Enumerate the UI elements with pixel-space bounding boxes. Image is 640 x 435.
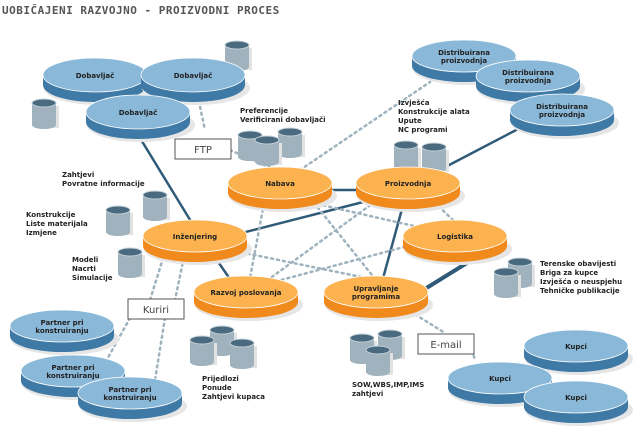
dotted-nabava-distribuirana (298, 80, 432, 172)
annotation-line: Modeli (72, 256, 98, 264)
dotted-proizvodnja-razvoj (263, 196, 382, 284)
disc-label: Upravljanje (353, 285, 398, 293)
annotation-line: Briga za kupce (540, 269, 598, 277)
disc-label: Distribuirana (502, 69, 554, 77)
dotted-inzenjering-upravljanje (228, 248, 378, 282)
annotation-line: Konstrukcije (26, 211, 76, 219)
disc-label: konstruiranju (103, 394, 156, 402)
annotation-line: Zahtjevi (62, 171, 94, 179)
disc-logistika[interactable]: Logistika (402, 219, 512, 265)
annotation-line: Povratne informacije (62, 180, 145, 188)
annotation-line: Liste materijala (26, 220, 88, 228)
annotation-line: Prijedlozi (202, 375, 239, 383)
annotation-line: Nacrti (72, 265, 96, 273)
database-icon (393, 140, 421, 171)
disc-nabava[interactable]: Nabava (227, 166, 337, 212)
email-channel-box[interactable]: E-mail (417, 333, 475, 355)
disc-label: proizvodnja (539, 111, 586, 119)
annotation-line: Izvješća (398, 99, 430, 107)
disc-label: Partner pri (109, 386, 152, 394)
disc-label: programima (352, 293, 400, 301)
ftp-channel-box-label: FTP (194, 145, 212, 156)
database-icon (105, 205, 133, 236)
disc-label: proizvodnja (441, 57, 488, 65)
database-icon (142, 190, 170, 221)
disc-dobavljac-3[interactable]: Dobavljač (85, 94, 195, 142)
email-channel-box-label: E-mail (430, 340, 461, 351)
database-icon (254, 135, 282, 166)
database-icon (31, 98, 59, 129)
disc-label: Inženjering (173, 233, 217, 241)
kuriri-channel-box[interactable]: Kuriri (127, 298, 185, 320)
database-icon (117, 247, 145, 278)
disc-label: Kupci (565, 394, 587, 402)
disc-label: Logistika (437, 233, 473, 241)
disc-kupci-3[interactable]: Kupci (523, 380, 633, 426)
annotation-line: zahtjevi (352, 390, 383, 398)
disc-label: Kupci (489, 375, 511, 383)
dotted-nabava-upravljanje (308, 196, 378, 282)
annotation-line: Izvješća o neuspjehu (540, 278, 622, 286)
disc-dobavljac-1[interactable]: Dobavljač (42, 57, 152, 105)
disc-label: konstruiranju (35, 327, 88, 335)
database-icon (229, 338, 257, 369)
database-icon (365, 345, 393, 376)
database-icon (189, 335, 217, 366)
annotation-line: Konstrukcije alata (398, 108, 470, 116)
ftp-channel-box[interactable]: FTP (174, 138, 232, 160)
disc-label: Partner pri (52, 364, 95, 372)
disc-label: Dobavljač (174, 72, 213, 80)
annotation-line: Terenske obavijesti (540, 260, 616, 268)
dotted-nabava-razvoj (248, 196, 267, 280)
disc-label: konstruiranju (46, 372, 99, 380)
disc-kupci-1[interactable]: Kupci (523, 329, 633, 375)
disc-label: Distribuirana (536, 103, 588, 111)
disc-label: proizvodnja (505, 77, 552, 85)
annotation-line: Upute (398, 117, 422, 125)
database-icon (493, 267, 521, 298)
annotation-line: NC programi (398, 126, 448, 134)
annotation-line: Verificirani dobavljači (240, 116, 326, 124)
dotted-kuriri-partner-2 (153, 316, 167, 382)
disc-proizvodnja[interactable]: Proizvodnja (355, 166, 465, 212)
disc-dobavljac-2[interactable]: Dobavljač (140, 57, 250, 105)
disc-label: Dobavljač (76, 72, 115, 80)
annotation-line: Preferencije (240, 107, 288, 115)
annotation-line: Ponude (202, 384, 232, 392)
database-icon (277, 127, 305, 158)
kuriri-channel-box-label: Kuriri (143, 305, 169, 316)
disc-label: Razvoj poslovanja (211, 289, 282, 297)
annotation-line: Simulacije (72, 274, 113, 282)
disc-label: Distribuirana (438, 49, 490, 57)
annotation-line: Tehničke publikacije (540, 287, 620, 295)
diagram-title: UOBIČAJENI RAZVOJNO - PROIZVODNI PROCES (2, 4, 280, 17)
disc-label: Dobavljač (119, 109, 158, 117)
disc-label: Proizvodnja (385, 180, 432, 188)
annotation-line: Zahtjevi kupaca (202, 393, 265, 401)
disc-label: Kupci (565, 343, 587, 351)
annotation-line: Izmjene (26, 229, 57, 237)
disc-label: Nabava (265, 180, 295, 188)
disc-inzenjering[interactable]: Inženjering (142, 219, 252, 265)
line-proizvodnja-upravljanje (380, 197, 407, 283)
annotation-line: SOW,WBS,IMP,IMS (352, 381, 424, 389)
database-icon (421, 142, 449, 173)
disc-razvoj[interactable]: Razvoj poslovanja (193, 275, 303, 321)
disc-label: Partner pri (41, 319, 84, 327)
line-dobavljac-inzenjering (138, 137, 197, 229)
